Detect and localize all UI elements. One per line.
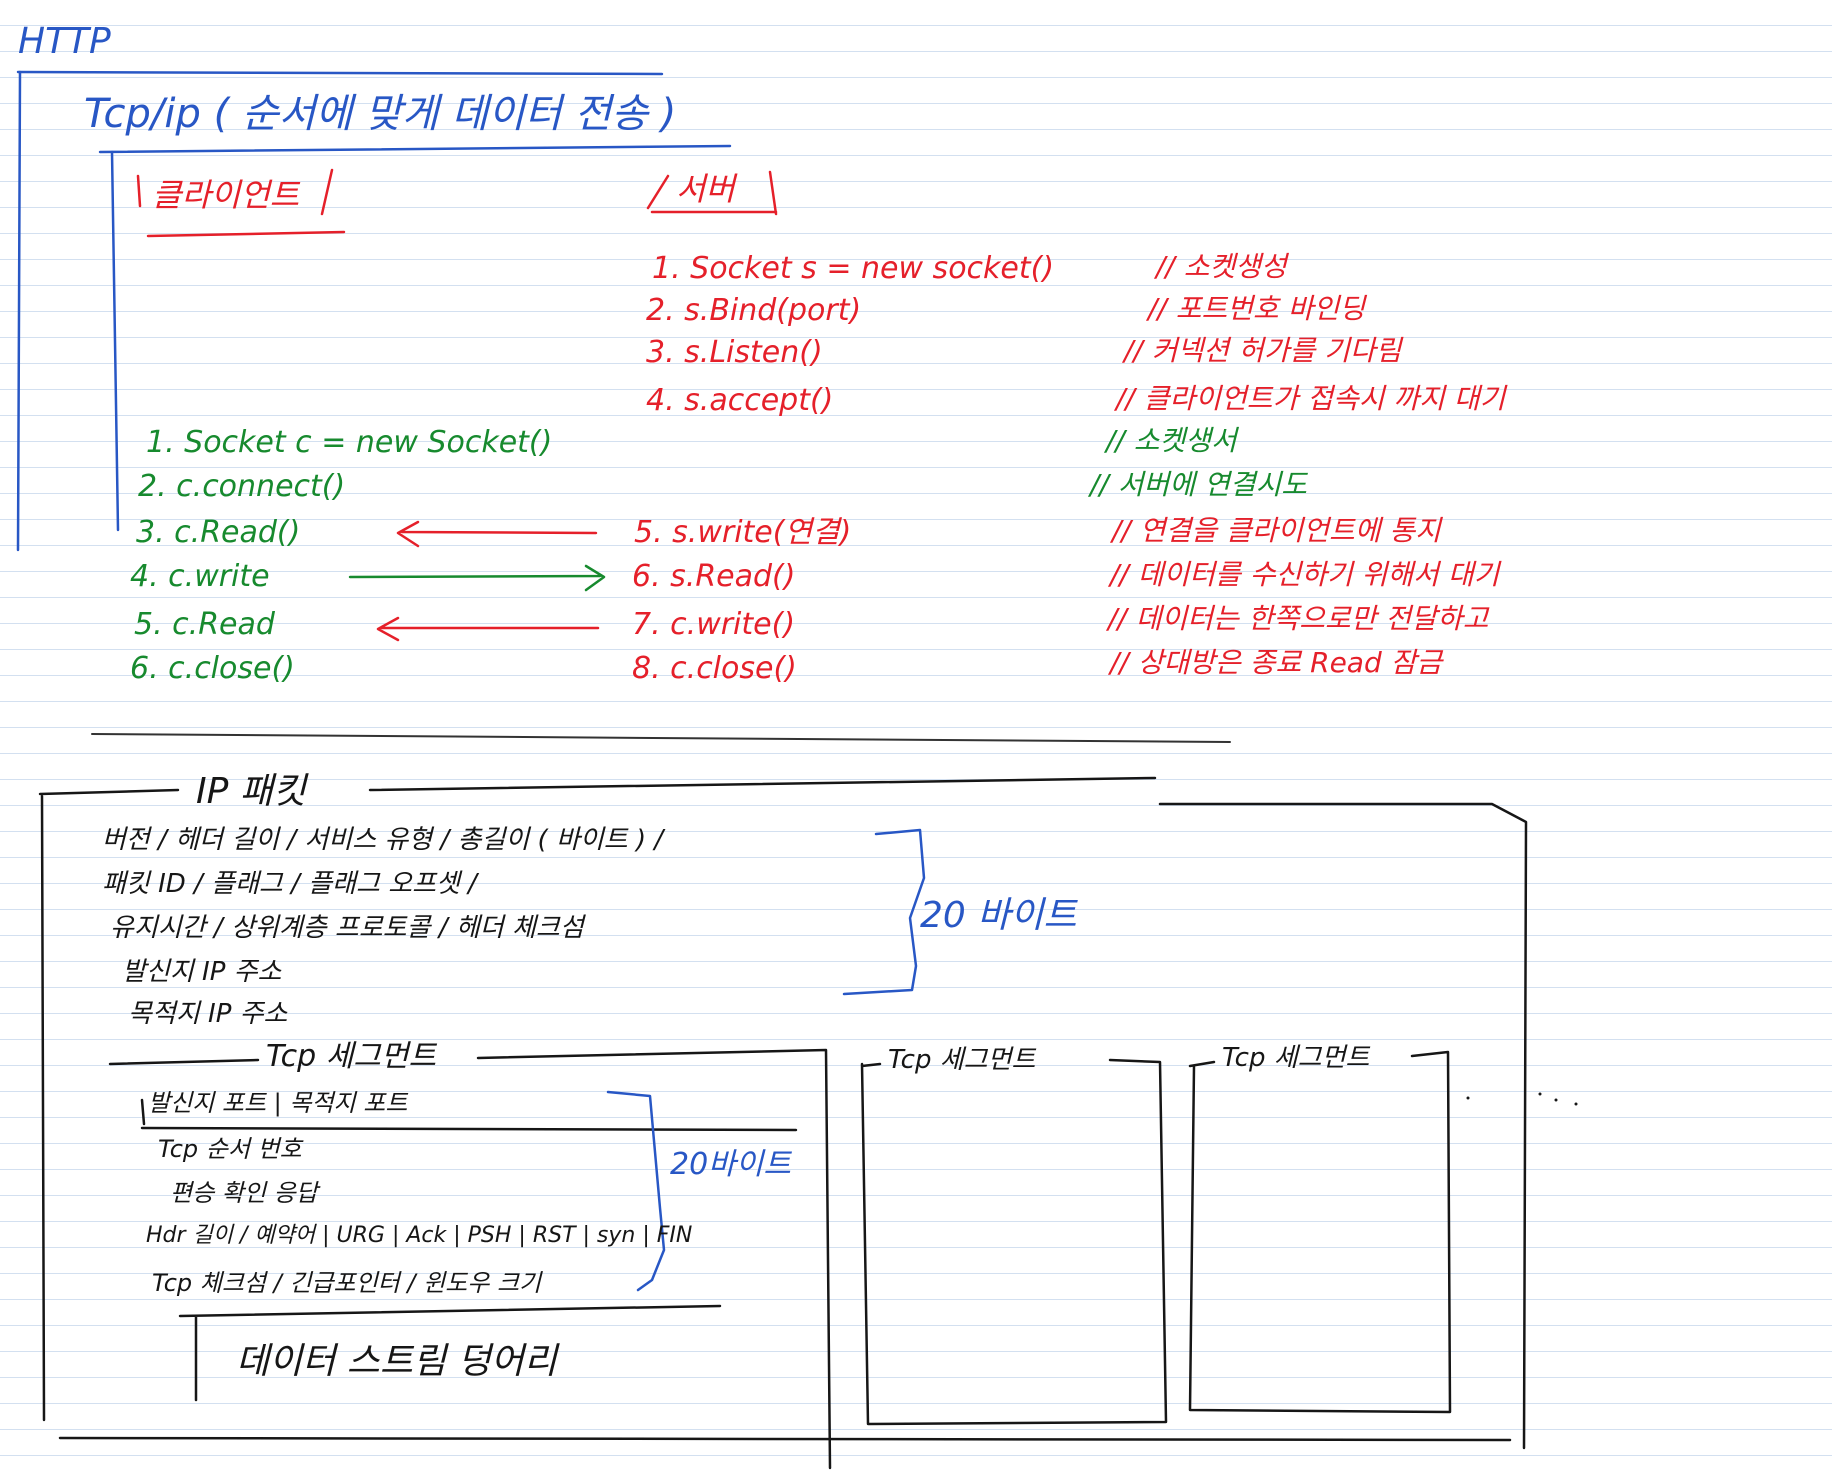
http-left-bracket [16, 70, 22, 552]
arrow-client-write-to-server-read [348, 564, 606, 592]
stray-dot [1466, 1096, 1470, 1100]
client-step-code: 1. Socket c = new Socket() [146, 425, 553, 460]
arrow-server-write-to-client-read-2 [376, 616, 600, 642]
server-step-code: 1. Socket s = new socket() [652, 251, 1055, 286]
tcpip-left-bracket [110, 150, 120, 532]
tcp-segment-box-2 [860, 1058, 1168, 1426]
ip-header-size: 20 바이트 [920, 895, 1077, 936]
client-step-code: 4. c.write [130, 559, 270, 594]
stray-dot [1538, 1092, 1542, 1096]
client-step-comment: // 소켓생서 [1106, 424, 1237, 457]
tcp-field: Tcp 순서 번호 [158, 1135, 302, 1163]
arrow-server-write-to-client-read [396, 520, 598, 548]
ip-header-line: 유지시간 / 상위계층 프로토콜 / 헤더 체크섬 [110, 913, 584, 943]
tcp-segment-heading-2: Tcp 세그먼트 [888, 1045, 1036, 1075]
section-divider [91, 733, 1231, 743]
tcp-header-size-brace [606, 1090, 666, 1292]
http-underline [16, 70, 664, 76]
tcp-segment-box-3 [1188, 1050, 1452, 1414]
client-label: 클라이언트 [152, 176, 300, 214]
tcp-header-size: 20바이트 [670, 1147, 791, 1182]
server-step-code: 3. s.Listen() [646, 335, 823, 370]
tcp-field: 편승 확인 응답 [170, 1179, 318, 1207]
server-exchange-comment: // 연결을 클라이언트에 통지 [1112, 514, 1441, 547]
page-title: HTTP [18, 21, 111, 62]
server-step-comment: // 포트번호 바인딩 [1148, 292, 1365, 325]
tcpip-heading: Tcp/ip ( 순서에 맞게 데이터 전송 ) [84, 91, 677, 137]
client-label-bracket-left [136, 174, 142, 208]
client-step-code: 2. c.connect() [138, 469, 346, 504]
server-exchange-code: 8. c.close() [632, 651, 797, 686]
ip-header-line: 발신지 IP 주소 [122, 957, 282, 987]
server-exchange-comment: // 상대방은 종료 Read 잠금 [1110, 646, 1443, 679]
client-step-code: 6. c.close() [130, 651, 295, 686]
server-step-comment: // 클라이언트가 접속시 까지 대기 [1116, 382, 1506, 415]
client-label-bracket-right [320, 168, 334, 216]
client-step-code: 3. c.Read() [136, 515, 301, 550]
server-step-comment: // 커넥션 허가를 기다림 [1124, 334, 1402, 367]
server-exchange-comment: // 데이터를 수신하기 위해서 대기 [1110, 558, 1500, 591]
server-label-bracket-right [768, 170, 778, 216]
client-step-comment: // 서버에 연결시도 [1090, 468, 1307, 501]
ip-header-size-brace [842, 828, 926, 996]
tcp-field: 발신지 포트 | 목적지 포트 [148, 1089, 408, 1117]
tcp-segment-box [108, 1048, 832, 1470]
ip-packet-heading: IP 패킷 [196, 771, 307, 812]
ip-header-line: 패킷 ID / 플래그 / 플래그 오프셋 / [102, 869, 477, 899]
client-label-underline [146, 230, 346, 238]
tcp-field: Hdr 길이 / 예약어 | URG | Ack | PSH | RST | s… [146, 1223, 693, 1248]
stray-dot [1554, 1098, 1558, 1102]
server-exchange-code: 5. s.write(연결) [634, 515, 852, 550]
server-label-bracket-left [646, 174, 670, 210]
tcp-payload: 데이터 스트림 덩어리 [236, 1341, 557, 1382]
server-exchange-code: 6. s.Read() [632, 559, 796, 594]
stray-dot [1574, 1102, 1578, 1106]
server-exchange-comment: // 데이터는 한쪽으로만 전달하고 [1108, 602, 1489, 635]
server-exchange-code: 7. c.write() [632, 607, 796, 642]
server-step-code: 2. s.Bind(port) [646, 293, 862, 328]
server-step-comment: // 소켓생성 [1156, 250, 1287, 283]
server-step-code: 4. s.accept() [646, 383, 834, 418]
ip-header-line: 목적지 IP 주소 [128, 999, 288, 1029]
ip-header-line: 버전 / 헤더 길이 / 서비스 유형 / 총길이 ( 바이트 ) / [102, 825, 664, 855]
ip-packet-box [38, 776, 1528, 1450]
tcp-field: Tcp 체크섬 / 긴급포인터 / 윈도우 크기 [152, 1269, 542, 1297]
tcp-segment-heading-3: Tcp 세그먼트 [1222, 1043, 1370, 1073]
tcp-segment-heading: Tcp 세그먼트 [266, 1039, 437, 1074]
client-step-code: 5. c.Read [134, 607, 275, 642]
server-label: 서버 [676, 170, 735, 208]
tcpip-underline [98, 144, 732, 154]
